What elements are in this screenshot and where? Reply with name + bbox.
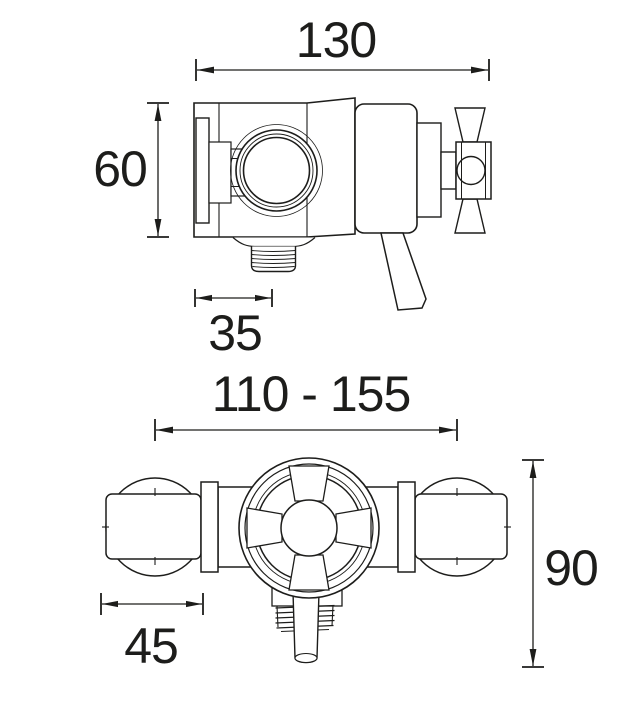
valve-front bbox=[102, 457, 511, 664]
handle-stem bbox=[440, 151, 457, 190]
outlet-port bbox=[235, 129, 318, 212]
dial-spoke-bottom bbox=[288, 554, 330, 591]
inlet-connector bbox=[208, 141, 232, 204]
right-flange-band bbox=[397, 481, 416, 573]
dim-label-front-offset: 45 bbox=[124, 618, 178, 674]
arrowhead-left-icon bbox=[196, 294, 212, 302]
dim-label-front-height: 90 bbox=[544, 540, 598, 596]
arrowhead-right-icon bbox=[186, 600, 202, 608]
arrowhead-up-icon bbox=[154, 104, 162, 121]
handle-base bbox=[416, 122, 442, 218]
thread-ridge bbox=[251, 250, 296, 252]
dial-ring bbox=[244, 463, 374, 593]
front-view: 110 - 155 90 45 bbox=[100, 366, 599, 674]
outlet-port-ring bbox=[239, 133, 314, 208]
dim-front-width-range: 110 - 155 bbox=[154, 366, 458, 441]
threaded-outlet bbox=[250, 246, 297, 273]
dial-spoke-right bbox=[335, 507, 372, 549]
arrowhead-up-icon bbox=[529, 461, 537, 478]
valve-side bbox=[193, 97, 492, 311]
outlet-port-bore bbox=[242, 136, 311, 205]
arrowhead-left-icon bbox=[197, 66, 214, 74]
thread-ridge bbox=[251, 254, 296, 256]
dim-label-side-outlet-offset: 35 bbox=[208, 305, 262, 361]
arrowhead-left-icon bbox=[102, 600, 118, 608]
wall-plate bbox=[195, 117, 210, 224]
cross-handle-bottom-wing bbox=[454, 198, 486, 234]
arrowhead-down-icon bbox=[529, 649, 537, 666]
side-view: 130 60 35 bbox=[93, 12, 492, 361]
thread-ridge bbox=[251, 262, 296, 264]
dial-hub bbox=[280, 499, 338, 557]
lever-handle-side bbox=[380, 232, 427, 311]
outlet-port-outer-ring bbox=[230, 124, 323, 217]
cross-handle-boss bbox=[456, 155, 486, 186]
arrowhead-right-icon bbox=[439, 426, 456, 434]
thread-edge bbox=[276, 605, 279, 628]
dim-label-side-height: 60 bbox=[93, 141, 147, 197]
dim-side-height: 60 bbox=[93, 102, 169, 238]
thread-ridge bbox=[252, 266, 295, 268]
dial-spoke-left bbox=[246, 507, 283, 549]
dim-front-height: 90 bbox=[522, 459, 599, 668]
left-union-plate bbox=[105, 493, 202, 560]
arrowhead-left-icon bbox=[156, 426, 173, 434]
thread-edge bbox=[331, 604, 334, 627]
arrowhead-right-icon bbox=[471, 66, 488, 74]
right-union-plate bbox=[414, 493, 508, 560]
dim-side-width: 130 bbox=[195, 12, 490, 81]
dim-label-side-width: 130 bbox=[296, 12, 376, 68]
cartridge-housing bbox=[354, 103, 418, 234]
arrowhead-right-icon bbox=[255, 294, 271, 302]
thread-ridge bbox=[251, 258, 296, 260]
arrowhead-down-icon bbox=[154, 219, 162, 236]
dim-front-offset: 45 bbox=[100, 593, 204, 674]
lever-handle-front bbox=[292, 591, 320, 664]
dim-label-front-width-range: 110 - 155 bbox=[212, 366, 411, 422]
left-flange-band bbox=[200, 481, 219, 573]
control-dial bbox=[238, 457, 380, 599]
lever-end-cap bbox=[294, 652, 318, 664]
cross-handle-top-wing bbox=[454, 107, 486, 143]
dim-side-outlet-offset: 35 bbox=[194, 289, 273, 361]
dial-spoke-top bbox=[288, 465, 330, 502]
outlet-skirt bbox=[232, 237, 316, 248]
